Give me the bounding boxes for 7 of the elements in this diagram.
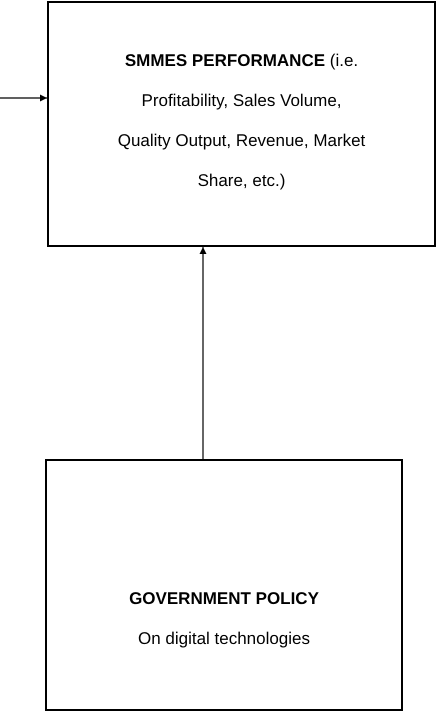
box-text: On digital technologies xyxy=(136,628,311,650)
arrow xyxy=(200,247,206,459)
process-box xyxy=(45,459,403,711)
process-box xyxy=(47,1,436,247)
arrow xyxy=(0,94,47,102)
box-text: SMMES PERFORMANCE (i.e. Profitability, Sales Volume, Quality Output, Revenue, Market Share, etc.) xyxy=(116,50,366,192)
box-heading: GOVERNMENT POLICY xyxy=(129,588,319,610)
